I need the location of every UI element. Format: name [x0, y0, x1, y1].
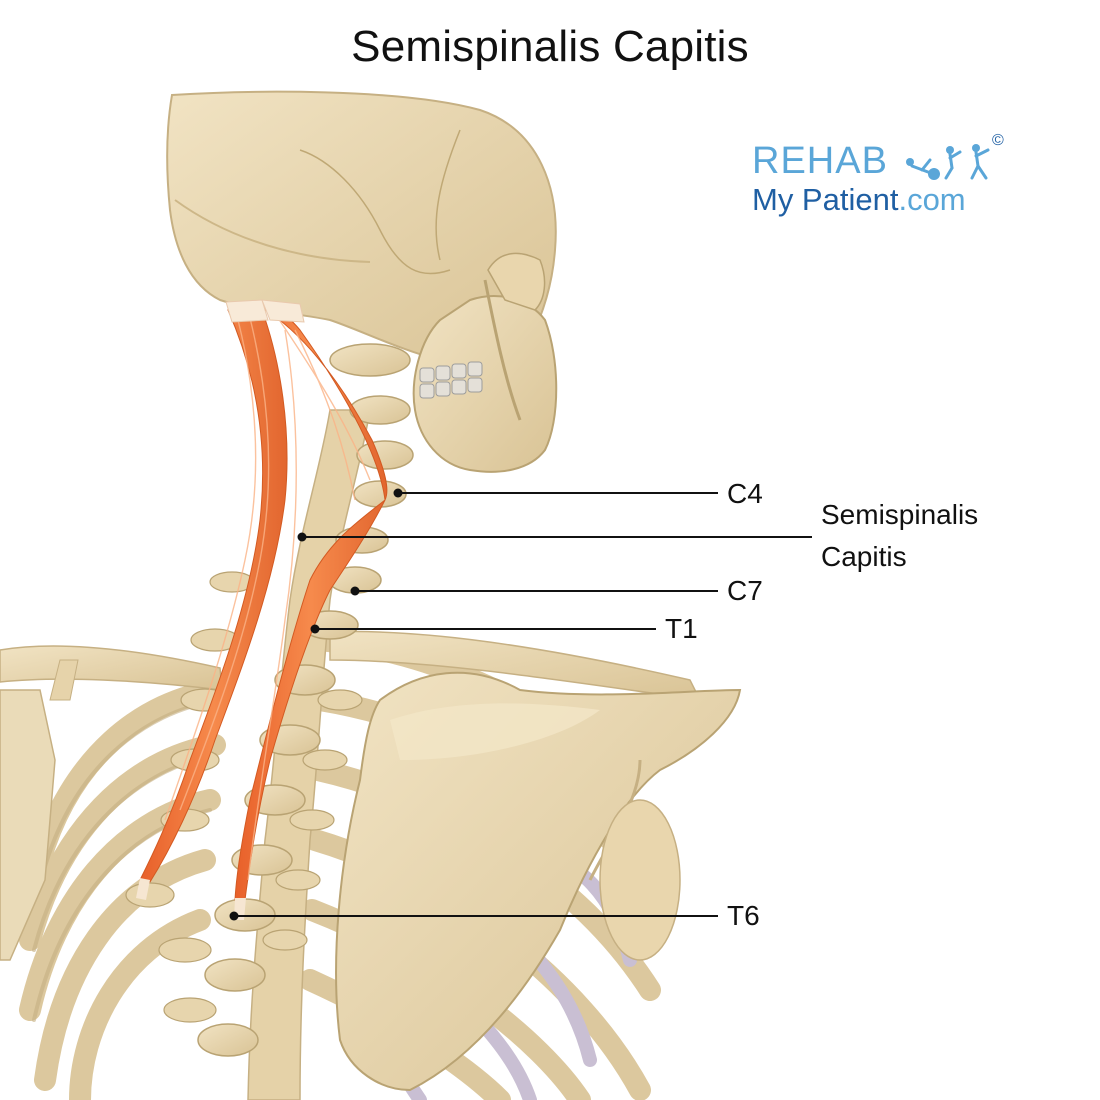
label-t6: T6	[727, 900, 760, 931]
page-title: Semispinalis Capitis	[351, 22, 749, 71]
semispinalis-capitis-muscle	[136, 299, 388, 920]
leader-dots	[229, 488, 403, 921]
leader-dot-c7	[350, 586, 360, 596]
label-c7: C7	[727, 575, 763, 606]
logo-mypatient-main: My Patient	[752, 182, 899, 217]
leader-lines	[234, 492, 812, 917]
label-semispinalis-capitis: Semispinalis Capitis	[821, 494, 978, 578]
label-c4: C4	[727, 478, 763, 509]
brand-logo: REHAB © My Patien	[752, 132, 1012, 224]
logo-copyright: ©	[992, 132, 1004, 149]
label-muscle-line1: Semispinalis	[821, 499, 979, 530]
leader-dot-t6	[229, 911, 239, 921]
leader-dot-c4	[393, 488, 403, 498]
scapula-left-edge	[0, 689, 56, 961]
logo-mypatient-suffix: .com	[898, 182, 966, 217]
clavicle-left	[0, 645, 223, 691]
label-t1: T1	[665, 613, 698, 644]
label-muscle-line2: Capitis	[821, 541, 907, 572]
logo-rehab-text: REHAB	[752, 140, 888, 182]
leader-dot-muscle	[297, 532, 307, 542]
logo-mypatient-text: My Patient.com	[752, 182, 966, 218]
leader-dot-t1	[310, 624, 320, 634]
exercise-figures-icon	[906, 144, 990, 180]
skull	[166, 90, 558, 473]
